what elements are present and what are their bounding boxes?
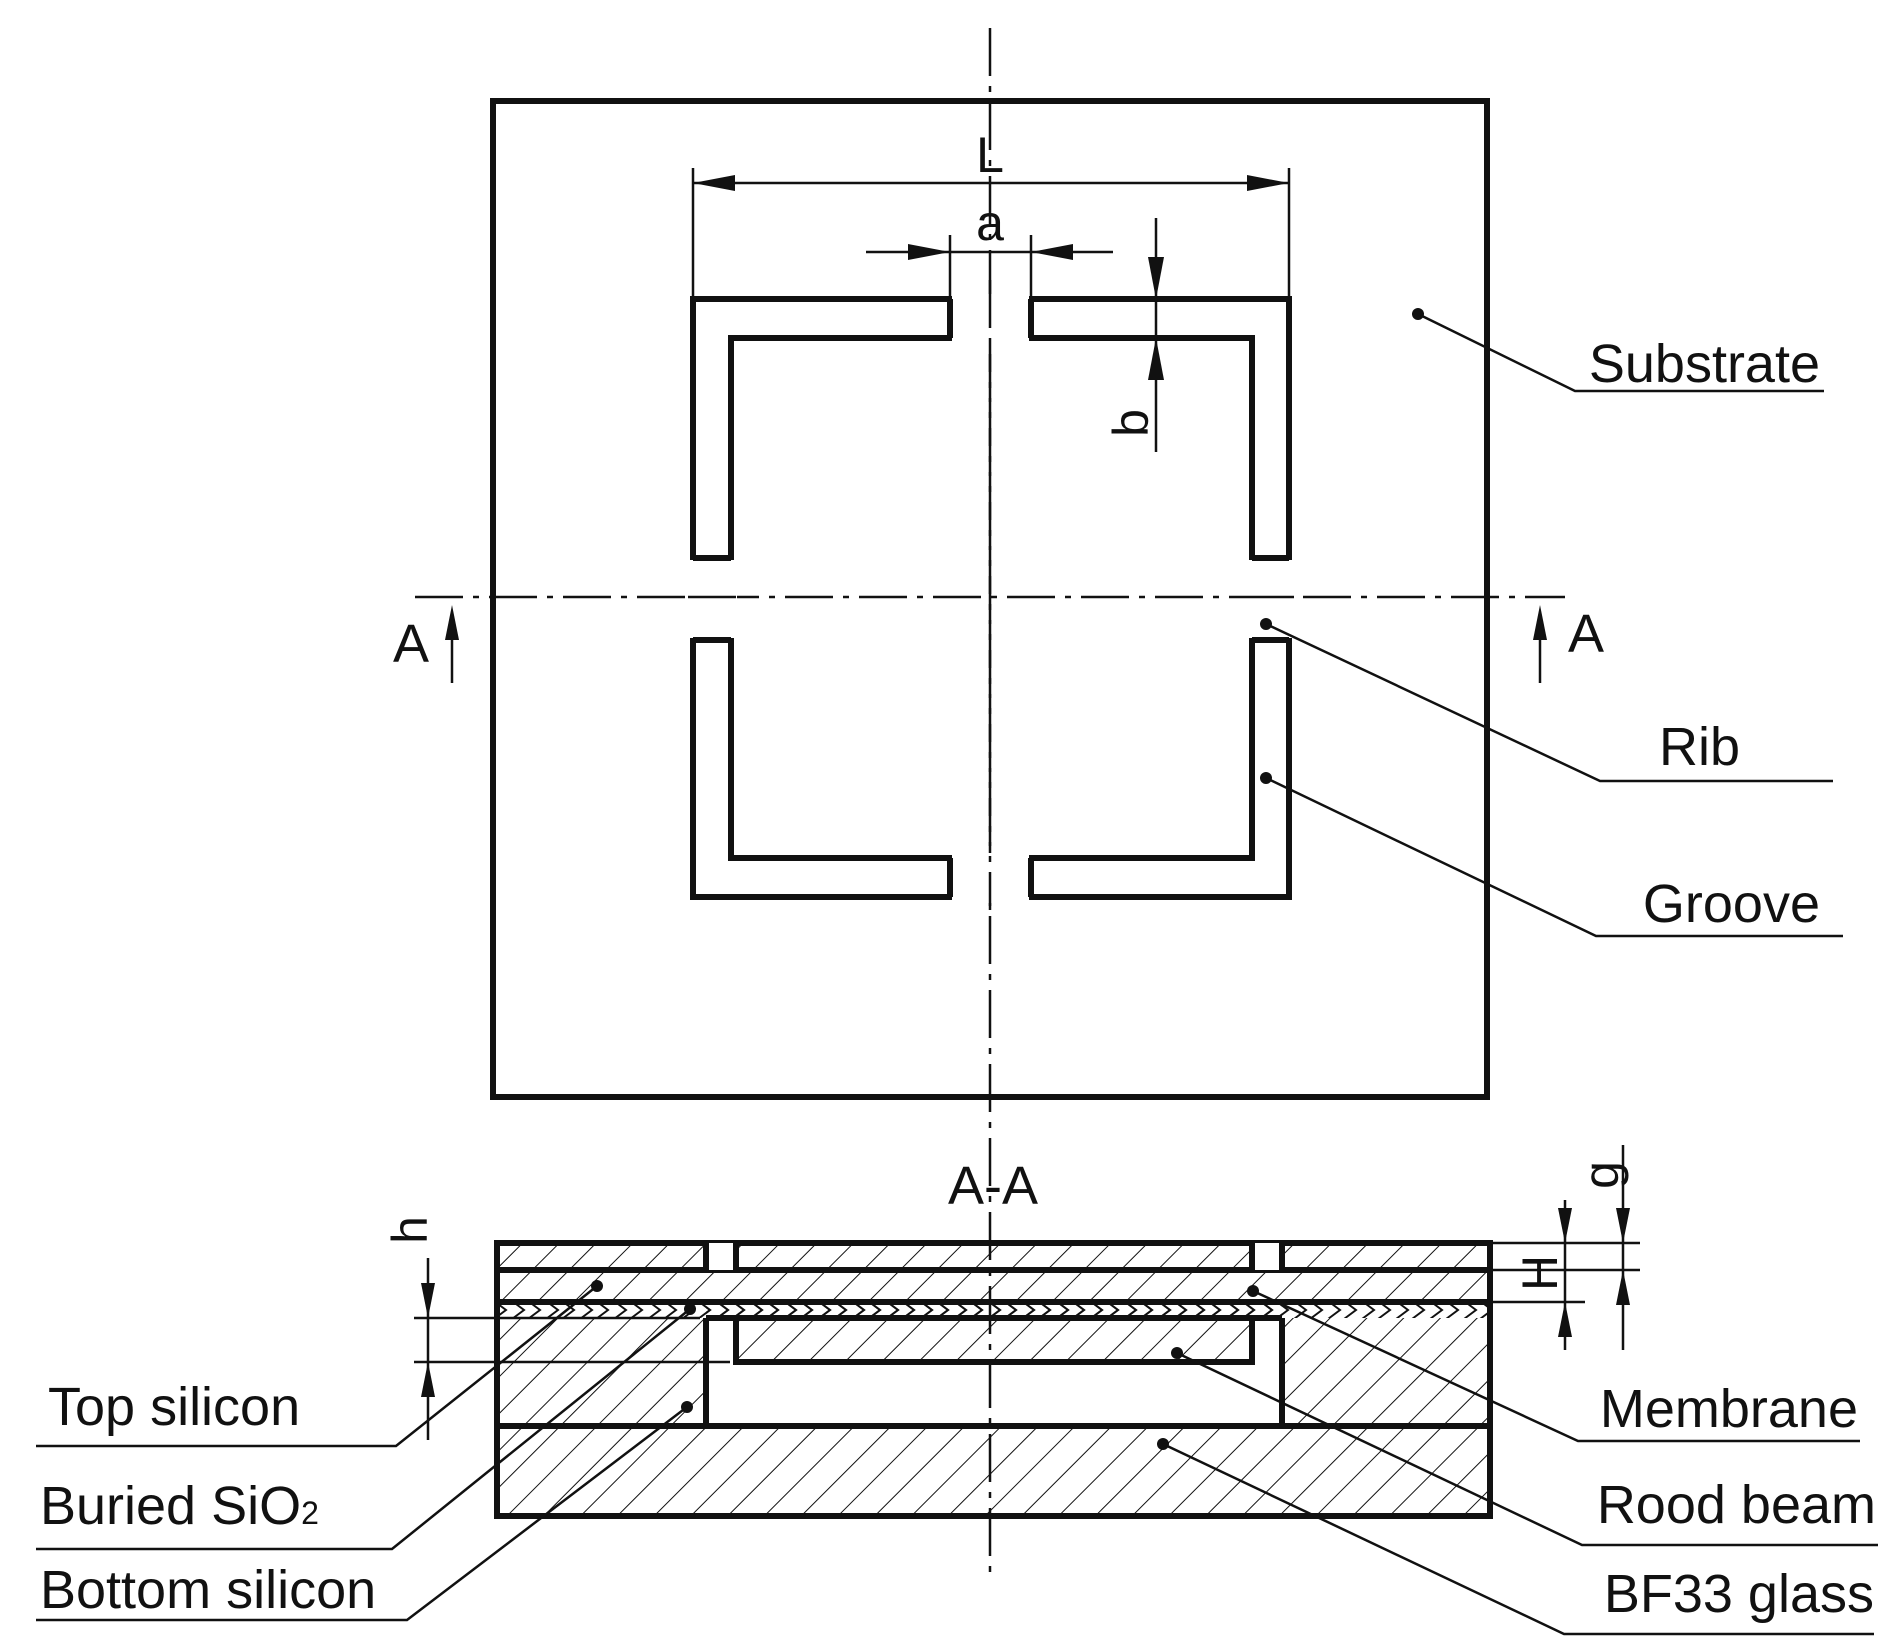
substrate-outline (490, 98, 1490, 1100)
dimension-h-label: h (382, 1216, 438, 1244)
leader-bf33-glass: BF33 glass (1157, 1438, 1874, 1636)
leader-bottom-silicon: Bottom silicon (36, 1401, 693, 1622)
dimension-h: h (382, 1216, 730, 1440)
rib-left (688, 555, 737, 643)
leader-groove: Groove (1260, 772, 1843, 938)
leader-membrane: Membrane (1247, 1285, 1860, 1443)
dimension-H: H (1490, 1200, 1585, 1350)
section-marker-right: A (1533, 604, 1604, 683)
leader-buried-sio2: Buried SiO2 (36, 1303, 696, 1551)
label-groove: Groove (1643, 874, 1820, 934)
rood-beam (736, 1318, 1252, 1362)
bottom-silicon-left (497, 1318, 706, 1426)
section-marker-left-label: A (393, 614, 429, 674)
dimension-a-label: a (976, 195, 1004, 251)
leader-substrate: Substrate (1412, 308, 1824, 394)
label-rood-beam: Rood beam (1597, 1475, 1876, 1535)
section-groove-right (1249, 1243, 1285, 1270)
dimension-L-label: L (976, 127, 1004, 183)
label-buried-sio2: Buried SiO2 (40, 1476, 319, 1536)
dimension-a: a (866, 195, 1113, 296)
label-substrate: Substrate (1589, 334, 1820, 394)
bottom-silicon-right (1282, 1318, 1490, 1426)
label-bf33-glass: BF33 glass (1604, 1564, 1874, 1624)
leader-top-silicon: Top silicon (36, 1280, 603, 1448)
section-marker-right-label: A (1568, 604, 1604, 664)
section-view: A-A (36, 1145, 1878, 1636)
top-silicon-layer (497, 1270, 1490, 1302)
dimension-H-label: H (1512, 1255, 1568, 1291)
label-membrane: Membrane (1600, 1379, 1858, 1439)
dimension-b: b (1103, 218, 1164, 452)
dimension-b-label: b (1103, 409, 1159, 437)
section-marker-left: A (393, 605, 459, 683)
section-title: A-A (948, 1156, 1038, 1216)
label-bottom-silicon: Bottom silicon (40, 1560, 376, 1620)
label-rib: Rib (1659, 717, 1740, 777)
label-top-silicon: Top silicon (48, 1377, 300, 1437)
substrate-top-layer (497, 1243, 1490, 1270)
leader-rood-beam: Rood beam (1171, 1347, 1878, 1547)
bf33-glass-layer (497, 1426, 1490, 1516)
top-view: L a b A A (393, 28, 1843, 1580)
dimension-L: L (691, 127, 1291, 296)
section-groove-left (703, 1243, 739, 1270)
dimension-g-label: g (1573, 1161, 1629, 1189)
leader-rib: Rib (1260, 618, 1833, 783)
